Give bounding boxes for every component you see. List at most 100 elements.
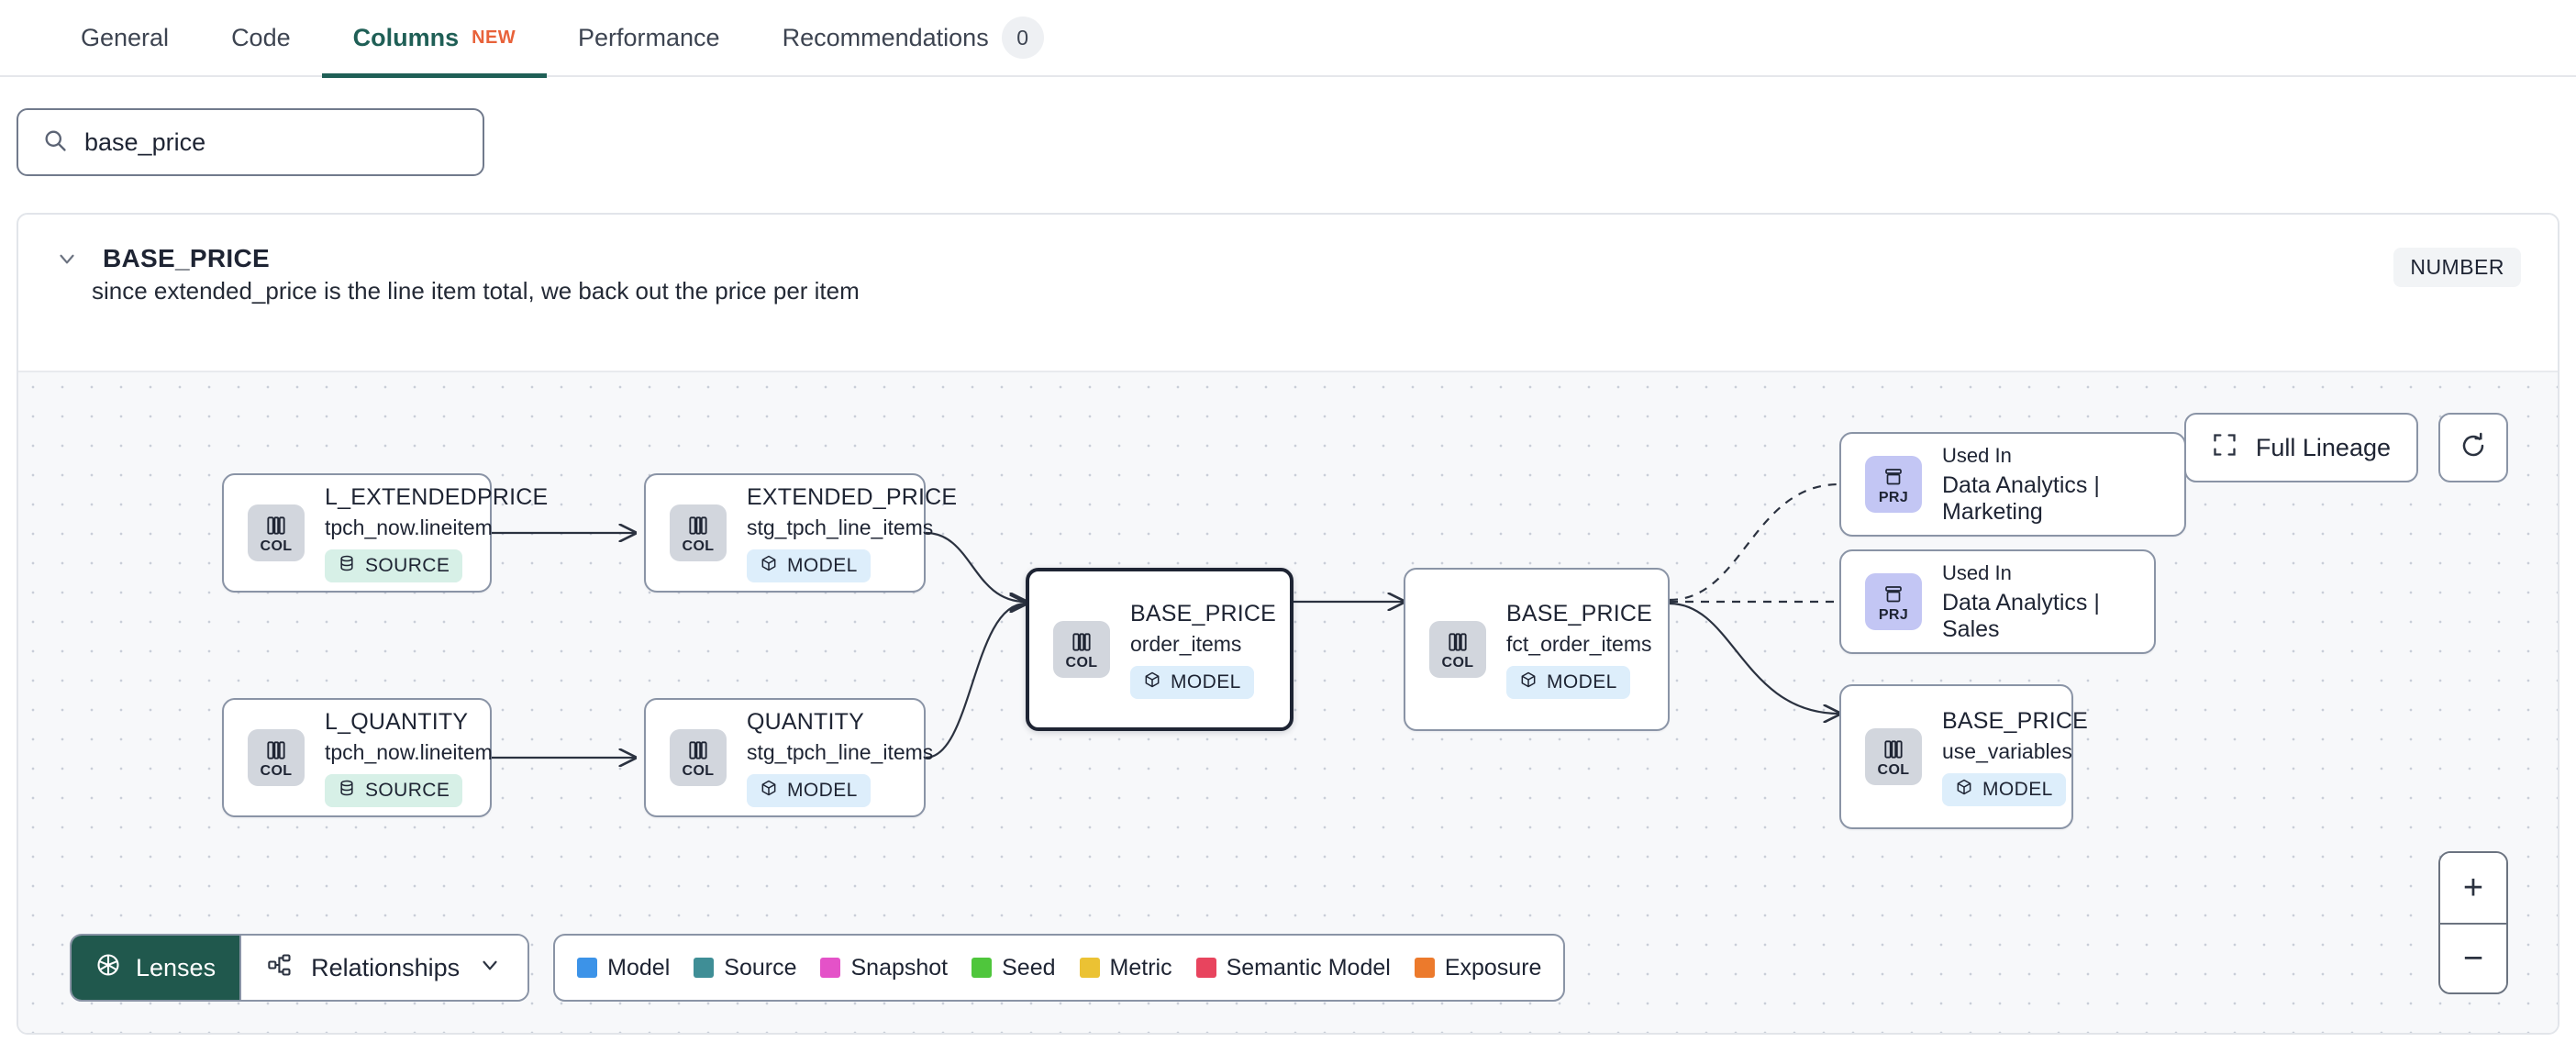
zoom-in-button[interactable]: + bbox=[2440, 853, 2506, 923]
relationships-icon bbox=[267, 952, 293, 984]
tab-label: Columns bbox=[352, 23, 460, 51]
cube-icon bbox=[1519, 671, 1538, 694]
tab-columns[interactable]: Columns NEW bbox=[321, 0, 548, 78]
legend-swatch-metric bbox=[1079, 958, 1100, 978]
lineage-legend: Model Source Snapshot Seed bbox=[553, 934, 1566, 1002]
materialization-badge: MODEL bbox=[747, 549, 871, 582]
full-lineage-label: Full Lineage bbox=[2255, 433, 2391, 461]
node-kind-label: COL bbox=[1441, 654, 1474, 671]
node-title: EXTENDED_PRICE bbox=[747, 483, 958, 510]
columns-glyph-icon bbox=[264, 737, 288, 763]
badge-label: MODEL bbox=[1547, 671, 1617, 693]
zoom-out-button[interactable]: − bbox=[2440, 923, 2506, 992]
node-title: BASE_PRICE bbox=[1130, 600, 1277, 626]
materialization-badge: SOURCE bbox=[325, 549, 463, 582]
badge-label: MODEL bbox=[1171, 671, 1241, 693]
relationships-dropdown[interactable]: Relationships bbox=[239, 936, 528, 1000]
legend-label: Metric bbox=[1109, 954, 1172, 981]
search-box[interactable] bbox=[17, 108, 484, 176]
legend-swatch-model bbox=[577, 958, 598, 978]
tab-performance[interactable]: Performance bbox=[547, 0, 751, 76]
columns-glyph-icon bbox=[264, 513, 288, 538]
lineage-canvas[interactable]: COL L_EXTENDEDPRICE tpch_now.lineitem SO… bbox=[18, 371, 2558, 1033]
column-type-badge: NUMBER bbox=[2393, 248, 2521, 287]
node-kind-label: COL bbox=[682, 762, 715, 779]
node-title: QUANTITY bbox=[747, 708, 864, 735]
legend-item: Semantic Model bbox=[1195, 954, 1391, 981]
materialization-badge: SOURCE bbox=[325, 773, 463, 807]
canvas-controls: Full Lineage bbox=[2183, 413, 2508, 482]
node-subtitle: fct_order_items bbox=[1506, 631, 1652, 656]
lineage-node[interactable]: COL L_EXTENDEDPRICE tpch_now.lineitem SO… bbox=[222, 473, 548, 593]
legend-item: Seed bbox=[972, 955, 1056, 981]
used-in-label: Used In bbox=[1942, 443, 2012, 467]
chevron-down-icon bbox=[478, 953, 502, 983]
database-icon bbox=[338, 554, 356, 578]
legend-swatch-exposure bbox=[1414, 958, 1435, 978]
refresh-icon bbox=[2459, 432, 2487, 464]
columns-glyph-icon bbox=[1070, 629, 1094, 655]
materialization-badge: MODEL bbox=[1942, 772, 2066, 806]
tab-general[interactable]: General bbox=[50, 0, 200, 76]
chevron-down-icon[interactable] bbox=[55, 247, 79, 271]
cube-icon bbox=[760, 554, 778, 578]
lenses-button[interactable]: Lenses bbox=[72, 936, 240, 1000]
tab-label: Code bbox=[231, 23, 291, 51]
column-name: BASE_PRICE bbox=[103, 244, 270, 272]
column-icon: COL bbox=[248, 504, 305, 561]
full-lineage-button[interactable]: Full Lineage bbox=[2183, 413, 2418, 482]
legend-label: Semantic Model bbox=[1226, 954, 1391, 981]
node-title: L_QUANTITY bbox=[325, 708, 469, 735]
lineage-node-project[interactable]: PRJ Used In Data Analytics | Marketing bbox=[1839, 432, 2186, 537]
column-icon: COL bbox=[670, 504, 727, 561]
legend-item: Model bbox=[577, 955, 670, 981]
legend-item: Metric bbox=[1079, 954, 1172, 981]
tab-label: Recommendations bbox=[782, 23, 989, 51]
archive-box-glyph-icon bbox=[1882, 582, 1904, 607]
column-icon: COL bbox=[248, 729, 305, 786]
lenses-label: Lenses bbox=[136, 953, 217, 981]
lineage-node[interactable]: COL BASE_PRICE fct_order_items MODEL bbox=[1404, 568, 1670, 731]
lineage-node[interactable]: COL BASE_PRICE use_variables MODEL bbox=[1839, 684, 2088, 829]
database-icon bbox=[338, 779, 356, 803]
lens-group: Lenses Relationships bbox=[70, 934, 530, 1002]
lineage-node[interactable]: COL EXTENDED_PRICE stg_tpch_line_items M… bbox=[644, 473, 957, 593]
tab-bar: General Code Columns NEW Performance Rec… bbox=[0, 0, 2576, 78]
project-name: Data Analytics | Sales bbox=[1942, 589, 2100, 642]
column-icon: COL bbox=[1053, 621, 1110, 678]
legend-swatch-snapshot bbox=[820, 958, 841, 978]
node-kind-label: COL bbox=[260, 538, 293, 554]
columns-glyph-icon bbox=[1882, 737, 1905, 762]
column-card: BASE_PRICE NUMBER since extended_price i… bbox=[17, 213, 2559, 1035]
node-subtitle: use_variables bbox=[1942, 738, 2072, 763]
recommendations-count-badge: 0 bbox=[1001, 17, 1044, 59]
lineage-node-selected[interactable]: COL BASE_PRICE order_items MODEL bbox=[1026, 568, 1294, 731]
lineage-node-project[interactable]: PRJ Used In Data Analytics | Sales bbox=[1839, 549, 2156, 654]
node-title: L_EXTENDEDPRICE bbox=[325, 483, 549, 510]
column-description: since extended_price is the line item to… bbox=[92, 277, 860, 305]
lineage-node[interactable]: COL QUANTITY stg_tpch_line_items MODEL bbox=[644, 698, 933, 817]
aperture-icon bbox=[95, 952, 121, 984]
node-subtitle: order_items bbox=[1130, 631, 1242, 656]
node-kind-label: PRJ bbox=[1878, 489, 1909, 505]
tab-recommendations[interactable]: Recommendations 0 bbox=[751, 0, 1075, 76]
node-kind-label: COL bbox=[260, 762, 293, 779]
relationships-label: Relationships bbox=[311, 953, 461, 981]
tab-label: General bbox=[81, 23, 170, 51]
tab-label: Performance bbox=[578, 23, 720, 51]
tab-code[interactable]: Code bbox=[200, 0, 322, 76]
search-input[interactable] bbox=[84, 127, 459, 157]
materialization-badge: MODEL bbox=[747, 773, 871, 807]
badge-label: SOURCE bbox=[365, 779, 450, 801]
legend-swatch-source bbox=[694, 958, 715, 978]
project-name: Data Analytics | Marketing bbox=[1942, 471, 2100, 525]
zoom-controls: + − bbox=[2438, 851, 2508, 994]
refresh-button[interactable] bbox=[2438, 413, 2508, 482]
node-subtitle: tpch_now.lineitem bbox=[325, 515, 493, 539]
lineage-node[interactable]: COL L_QUANTITY tpch_now.lineitem SOURCE bbox=[222, 698, 493, 817]
archive-box-glyph-icon bbox=[1882, 464, 1904, 490]
legend-swatch-semantic-model bbox=[1195, 958, 1216, 978]
project-icon: PRJ bbox=[1865, 456, 1922, 513]
search-area bbox=[17, 108, 484, 176]
